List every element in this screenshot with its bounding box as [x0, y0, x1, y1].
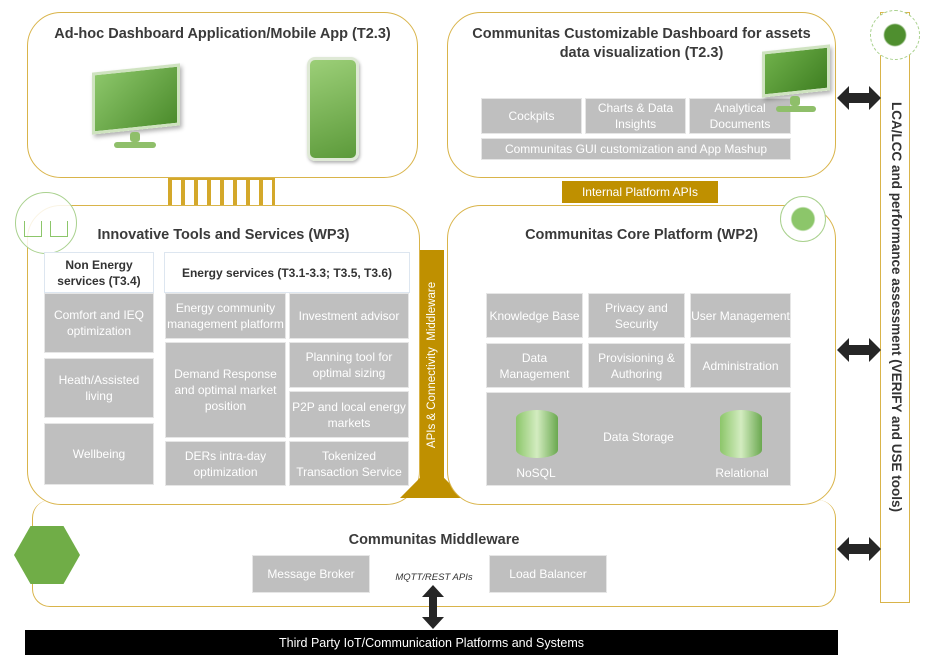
provisioning-authoring-cell: Provisioning & Authoring — [588, 343, 685, 388]
privacy-security-cell: Privacy and Security — [588, 293, 685, 338]
administration-cell: Administration — [690, 343, 791, 388]
cockpits-cell: Cockpits — [481, 98, 582, 134]
double-arrow-icon — [837, 86, 881, 110]
data-storage-label: Data Storage — [603, 430, 674, 444]
planning-tool-cell: Planning tool for optimal sizing — [289, 342, 409, 388]
third-party-platforms-bar: Third Party IoT/Communication Platforms … — [25, 630, 838, 655]
adhoc-title: Ad-hoc Dashboard Application/Mobile App … — [54, 26, 391, 42]
relational-label: Relational — [715, 466, 769, 480]
nosql-database-icon — [516, 410, 558, 458]
vertical-double-arrow-icon — [422, 585, 444, 629]
middleware-flare — [400, 478, 464, 498]
tokenized-transaction-cell: Tokenized Transaction Service — [289, 441, 409, 486]
data-management-cell: Data Management — [486, 343, 583, 388]
internal-platform-apis: Internal Platform APIs — [562, 181, 718, 203]
desktop-monitor-image — [92, 60, 182, 152]
comfort-ieq-cell: Comfort and IEQ optimization — [44, 293, 154, 353]
nosql-label: NoSQL — [516, 466, 556, 480]
ders-optimization-cell: DERs intra-day optimization — [165, 441, 286, 486]
mobile-phone-image — [307, 57, 359, 161]
demand-response-cell: Demand Response and optimal market posit… — [165, 342, 286, 438]
leaf-lifecycle-icon — [870, 10, 920, 60]
mqtt-rest-label: MQTT/REST APIs — [395, 572, 473, 583]
message-broker-cell: Message Broker — [252, 555, 370, 593]
load-balancer-cell: Load Balancer — [489, 555, 607, 593]
smart-homes-icon — [15, 192, 77, 254]
apis-connectivity-middleware: APIs & Connectivity Middleware — [420, 250, 444, 480]
wp3-title: Innovative Tools and Services (WP3) — [97, 227, 350, 243]
energy-community-cell: Energy community management platform — [165, 293, 286, 339]
charts-insights-cell: Charts & Data Insights — [585, 98, 686, 134]
network-hexagon-icon — [14, 526, 80, 584]
health-assisted-cell: Heath/Assisted living — [44, 358, 154, 418]
dashboard-monitor-image — [762, 42, 832, 117]
double-arrow-icon — [837, 338, 881, 362]
adhoc-dashboard-panel: Ad-hoc Dashboard Application/Mobile App … — [27, 12, 418, 178]
lca-lcc-assessment-bar: LCA/LCC and performance assessment (VERI… — [880, 12, 910, 603]
globe-gear-icon — [780, 196, 826, 242]
user-management-cell: User Management — [690, 293, 791, 338]
double-arrow-icon — [837, 537, 881, 561]
wellbeing-cell: Wellbeing — [44, 423, 154, 485]
wp2-title: Communitas Core Platform (WP2) — [525, 227, 758, 243]
p2p-markets-cell: P2P and local energy markets — [289, 391, 409, 438]
energy-services-header: Energy services (T3.1-3.3; T3.5, T3.6) — [164, 252, 410, 293]
relational-database-icon — [720, 410, 762, 458]
middleware-title: Communitas Middleware — [348, 532, 520, 548]
gui-customization-cell: Communitas GUI customization and App Mas… — [481, 138, 791, 160]
knowledge-base-cell: Knowledge Base — [486, 293, 583, 338]
investment-advisor-cell: Investment advisor — [289, 293, 409, 339]
dashboard-title: Communitas Customizable Dashboard for as… — [472, 26, 811, 61]
analytical-documents-cell: Analytical Documents — [689, 98, 791, 134]
ladder-connector — [168, 178, 275, 205]
non-energy-header: Non Energy services (T3.4) — [44, 252, 154, 293]
